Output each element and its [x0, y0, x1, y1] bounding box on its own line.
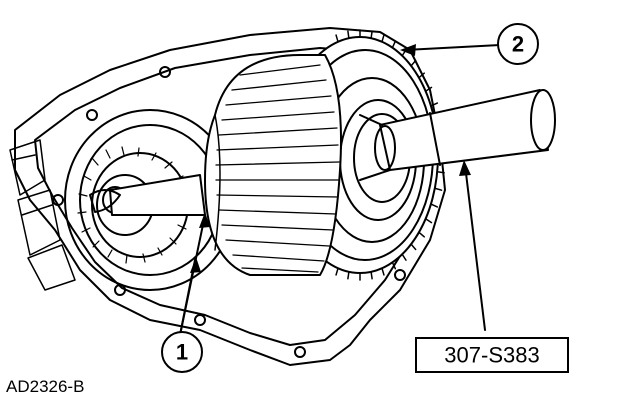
gear-tooth	[424, 218, 433, 224]
special-tool-label: 307-S383	[415, 337, 569, 373]
figure-id: AD2326-B	[6, 377, 84, 396]
gear-tooth	[347, 271, 350, 280]
callout-1: 1	[161, 331, 203, 373]
gear-tooth	[410, 243, 417, 251]
gear-tooth	[370, 271, 373, 280]
gear-tooth	[381, 34, 385, 43]
gear-tooth	[335, 267, 339, 276]
gear-tooth	[381, 267, 385, 276]
special-tool-number: 307-S383	[444, 343, 539, 368]
housing-flange	[34, 47, 424, 346]
gear-tooth	[430, 102, 439, 107]
callout-2-number: 2	[512, 32, 524, 57]
tool-shaft	[359, 89, 556, 181]
gear-tooth	[370, 30, 373, 39]
gear-tooth	[401, 253, 407, 261]
gear-tooth	[391, 40, 397, 49]
gear-tooth	[347, 30, 350, 39]
gear-tooth	[418, 231, 425, 238]
drive-gear	[204, 54, 342, 276]
gear-tooth	[391, 261, 397, 270]
gear-tooth	[434, 187, 443, 191]
callout-1-number: 1	[176, 340, 188, 365]
transmission-housing	[14, 27, 446, 366]
gear-tooth	[410, 59, 417, 67]
gear-tooth	[335, 34, 339, 43]
case-ribs	[9, 139, 76, 291]
gear-tooth	[424, 86, 433, 92]
flange-bolts	[52, 66, 406, 358]
leader-arrowheads	[190, 44, 471, 273]
callout-2: 2	[497, 23, 539, 65]
gear-tooth	[418, 72, 425, 79]
gear-tooth	[436, 171, 445, 174]
gear-tooth	[430, 203, 439, 208]
